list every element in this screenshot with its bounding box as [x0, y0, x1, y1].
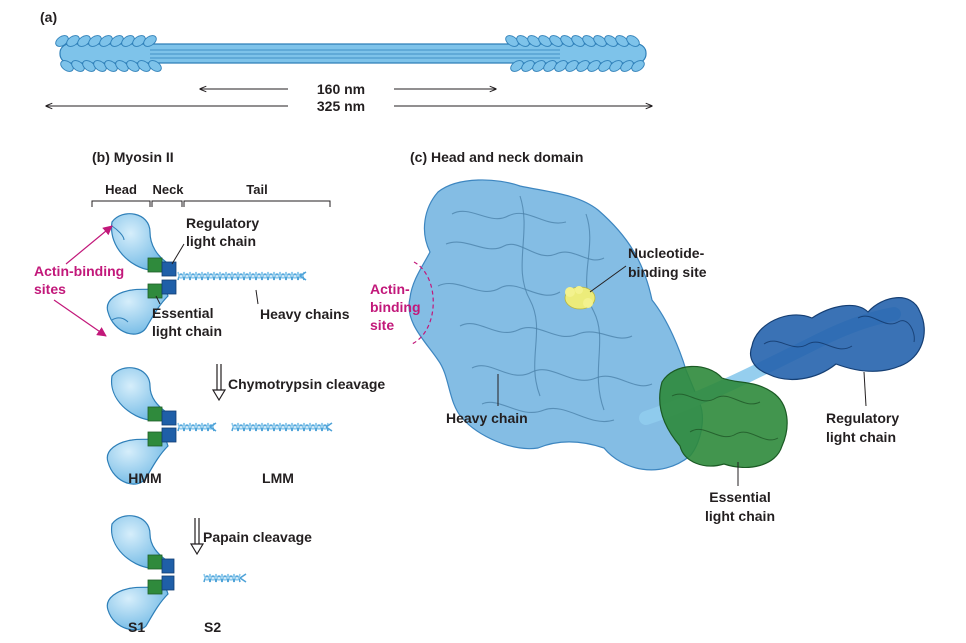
lmm-fragment: [231, 422, 333, 432]
myosin-head-upper: [111, 213, 168, 271]
nucleotide-binding-label-line2: binding site: [628, 264, 707, 280]
region-brackets: [91, 200, 331, 207]
panel-a-label: (a): [40, 9, 57, 25]
actin-binding-arrow-lower: [53, 299, 107, 337]
region-tail-label: Tail: [246, 182, 267, 197]
heavy-chain-ribbons: [437, 195, 653, 422]
dimension-160nm-label: 160 nm: [317, 81, 365, 97]
heavy-chain-coiled-coil: [177, 271, 307, 281]
region-head-label: Head: [105, 182, 137, 197]
s2-label: S2: [204, 619, 221, 635]
regulatory-light-chain-c-label-line1: Regulatory: [826, 410, 899, 426]
actin-binding-arrow-upper: [65, 225, 113, 265]
thick-filament: [55, 35, 647, 72]
dimension-325nm-label: 325 nm: [317, 98, 365, 114]
dimension-325nm: 325 nm: [46, 98, 652, 114]
s1-label: S1: [128, 619, 145, 635]
essential-light-chain-label-line2: light chain: [152, 323, 222, 339]
hmm-fragment: [106, 367, 217, 485]
panel-c-label: (c) Head and neck domain: [410, 149, 583, 165]
dimension-160nm: 160 nm: [200, 81, 496, 97]
papain-arrow: [189, 518, 205, 556]
actin-binding-site-label-line3: site: [370, 317, 394, 333]
filament-head-clusters: [55, 35, 645, 72]
myosin-ii-molecule: [106, 213, 307, 335]
regulatory-light-chain-label-line2: light chain: [186, 233, 256, 249]
chymotrypsin-arrow: [211, 364, 227, 402]
regulatory-light-chain-c-label-line2: light chain: [826, 429, 896, 445]
regulatory-light-chain-surface: [749, 297, 925, 381]
regulatory-light-chain-lower: [161, 279, 177, 295]
heavy-chain-surface: [408, 179, 703, 471]
s2-fragment: [203, 573, 247, 583]
essential-light-chain-upper: [147, 257, 163, 273]
panel-b-label: (b) Myosin II: [92, 149, 174, 165]
actin-binding-site-label-line2: binding: [370, 299, 421, 315]
heavy-chain-label: Heavy chain: [446, 410, 528, 426]
regulatory-light-chain-upper: [161, 261, 177, 277]
essential-light-chain-label-line1: Essential: [152, 305, 213, 321]
s1-fragment: [106, 515, 175, 631]
essential-light-chain-c-label-line2: light chain: [705, 508, 775, 524]
essential-light-chain-lower: [147, 283, 163, 299]
actin-binding-sites-label-line1: Actin-binding: [34, 263, 124, 279]
nucleotide-binding-label-line1: Nucleotide-: [628, 245, 705, 261]
nucleotide-binding-site: [564, 286, 596, 310]
essential-light-chain-surface: [659, 365, 788, 468]
lmm-label: LMM: [262, 470, 294, 486]
regulatory-light-chain-label-line1: Regulatory: [186, 215, 259, 231]
region-neck-label: Neck: [152, 182, 184, 197]
head-neck-structure: [408, 179, 925, 471]
actin-binding-site-label-line1: Actin-: [370, 281, 410, 297]
papain-cleavage-label: Papain cleavage: [203, 529, 312, 545]
hmm-label: HMM: [128, 470, 161, 486]
actin-binding-site-bracket: [411, 261, 434, 345]
essential-light-chain-c-label-line1: Essential: [709, 489, 770, 505]
actin-binding-sites-label-line2: sites: [34, 281, 66, 297]
chymotrypsin-cleavage-label: Chymotrypsin cleavage: [228, 376, 385, 392]
heavy-chains-label: Heavy chains: [260, 306, 350, 322]
